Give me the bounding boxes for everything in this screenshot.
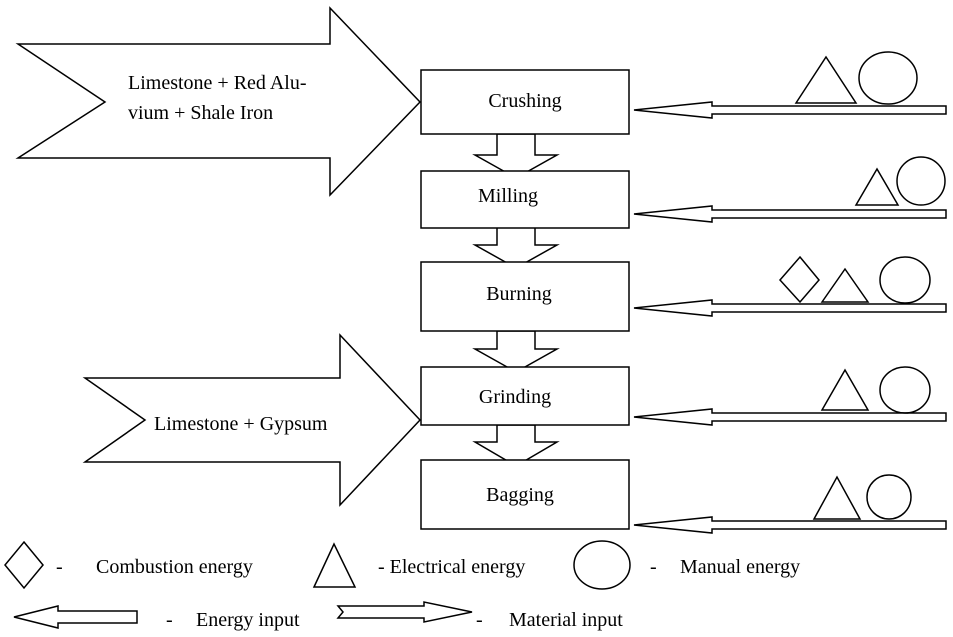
- stage-box-grinding: [420, 366, 630, 426]
- legend-energy-input-dash: -: [166, 609, 173, 631]
- material-input-arrow-bottom: [82, 333, 422, 507]
- stage-label-crushing: Crushing: [488, 90, 562, 112]
- triangle-icon: [820, 368, 870, 411]
- flow-arrow-4: [472, 424, 560, 467]
- triangle-icon: [854, 167, 900, 206]
- energy-input-arrow-burning: [633, 299, 947, 317]
- energy-input-arrow-crushing: [633, 101, 947, 119]
- circle-icon: [858, 51, 918, 105]
- legend-electrical-label: - Electrical energy: [378, 556, 526, 578]
- stage-label-grinding: Grinding: [478, 386, 552, 408]
- energy-input-arrow-bagging: [633, 516, 947, 534]
- material-input-arrow-top: [15, 6, 422, 197]
- circle-icon: [879, 256, 931, 304]
- circle-icon: [866, 474, 912, 520]
- triangle-icon: [820, 267, 870, 303]
- diamond-icon: [778, 255, 820, 304]
- legend-material-input-dash: -: [476, 609, 483, 631]
- triangle-icon: [794, 55, 858, 104]
- stage-box-milling: [420, 170, 630, 229]
- bottom-material-label: Limestone + Gypsum: [154, 413, 328, 435]
- circle-icon: [573, 540, 631, 590]
- flow-arrow-3: [472, 330, 560, 373]
- top-material-label-line1: Limestone + Red Alu-: [128, 72, 307, 94]
- circle-icon: [879, 366, 931, 414]
- triangle-icon: [812, 475, 862, 520]
- stage-label-bagging: Bagging: [486, 484, 554, 506]
- stage-label-burning: Burning: [486, 283, 552, 305]
- flow-arrow-2: [472, 226, 560, 269]
- legend-combustion-dash: -: [56, 556, 63, 578]
- energy-input-arrow-grinding: [633, 408, 947, 426]
- legend-material-input-label: Material input: [509, 609, 623, 631]
- legend-manual-dash: -: [650, 556, 657, 578]
- triangle-icon: [312, 542, 357, 588]
- energy-input-arrow-milling: [633, 205, 947, 223]
- legend-manual-label: Manual energy: [680, 556, 801, 578]
- diamond-icon: [4, 540, 44, 590]
- legend-energy-input-label: Energy input: [196, 609, 300, 631]
- left-arrow-icon: [13, 605, 138, 629]
- circle-icon: [896, 156, 946, 206]
- stage-label-milling: Milling: [477, 185, 538, 207]
- top-material-label-line2: vium + Shale Iron: [128, 102, 274, 124]
- stage-box-crushing: [420, 69, 630, 135]
- stage-box-burning: [420, 261, 630, 332]
- right-arrow-icon: [336, 601, 473, 623]
- flow-arrow-1: [472, 133, 560, 179]
- stage-box-bagging: [420, 459, 630, 530]
- legend-combustion-label: Combustion energy: [96, 556, 253, 578]
